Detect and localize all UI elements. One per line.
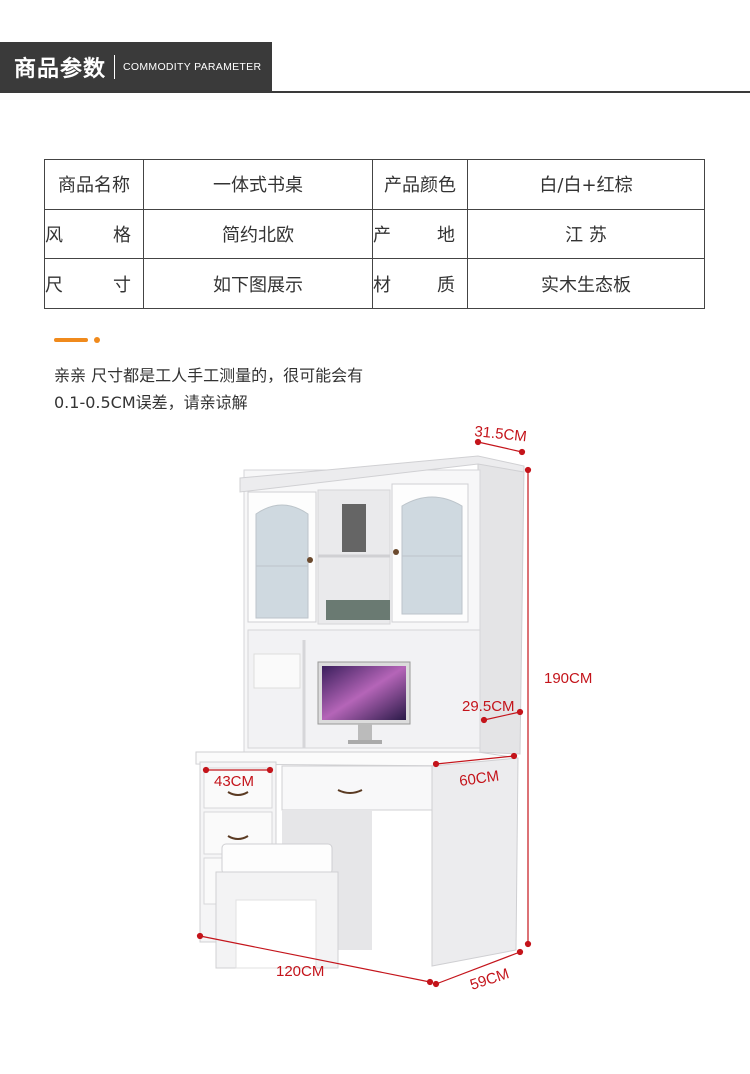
param-value: 简约北欧 xyxy=(143,208,373,260)
section-title: 商品参数 xyxy=(14,57,107,82)
dim-endpoint xyxy=(510,752,518,760)
accent-dot xyxy=(94,337,100,343)
note-line: 亲亲 尺寸都是工人手工测量的，很可能会有 xyxy=(54,366,364,385)
param-value: 白/白+红棕 xyxy=(467,159,705,210)
accent-bar xyxy=(54,338,88,342)
hutch-depth-line xyxy=(483,711,521,721)
param-label-char: 材 xyxy=(373,274,391,296)
param-label-char: 格 xyxy=(113,224,131,246)
section-header: 商品参数 COMMODITY PARAMETER xyxy=(0,42,272,92)
desk-illustration xyxy=(195,455,525,969)
param-label: 产地 xyxy=(372,208,468,260)
param-label-char: 地 xyxy=(437,224,455,246)
param-label-char: 质 xyxy=(437,274,455,296)
param-value: 一体式书桌 xyxy=(143,159,373,210)
dim-desk-depth-label: 60CM xyxy=(458,768,500,790)
dim-endpoint xyxy=(516,708,524,716)
dim-endpoint xyxy=(432,760,440,768)
dim-endpoint xyxy=(524,466,532,474)
param-label-char: 尺 xyxy=(45,274,63,296)
dim-endpoint xyxy=(518,448,526,456)
desk-dimension-diagram: 31.5CM 190CM 29.5CM 60CM 43CM 120CM 59CM xyxy=(195,423,592,994)
note-line: 0.1-0.5CM误差，请亲谅解 xyxy=(54,393,248,412)
dim-endpoint xyxy=(524,940,532,948)
param-label: 材质 xyxy=(372,258,468,309)
section-subtitle: COMMODITY PARAMETER xyxy=(123,61,262,73)
param-value: 江 苏 xyxy=(467,208,705,260)
table-row: 商品名称 一体式书桌 产品颜色 白/白+红棕 xyxy=(44,159,705,210)
width-line xyxy=(199,935,431,983)
param-label-char: 寸 xyxy=(113,274,131,296)
parameter-table: 商品名称 一体式书桌 产品颜色 白/白+红棕 风格 简约北欧 产地 江 苏 尺寸… xyxy=(44,159,705,309)
table-row: 尺寸 如下图展示 材质 实木生态板 xyxy=(44,258,705,309)
measurement-note: 亲亲 尺寸都是工人手工测量的，很可能会有 0.1-0.5CM误差，请亲谅解 xyxy=(54,362,363,416)
dim-endpoint xyxy=(516,948,524,956)
dimension-lines xyxy=(196,438,532,988)
base-depth-line xyxy=(435,951,521,985)
dim-drawer-width-label: 43CM xyxy=(214,773,254,790)
header-rule xyxy=(0,91,750,93)
param-value: 实木生态板 xyxy=(467,258,705,309)
dim-height-label: 190CM xyxy=(544,670,592,687)
dim-endpoint xyxy=(474,438,482,446)
dim-endpoint xyxy=(266,766,274,774)
param-label: 商品名称 xyxy=(44,159,144,210)
dim-hutch-depth-label: 29.5CM xyxy=(462,698,515,715)
table-row: 风格 简约北欧 产地 江 苏 xyxy=(44,208,705,260)
param-value: 如下图展示 xyxy=(143,258,373,309)
desk-depth-line xyxy=(435,755,515,765)
top-depth-line xyxy=(477,441,523,453)
param-label-char: 风 xyxy=(45,224,63,246)
param-label: 产品颜色 xyxy=(372,159,468,210)
dim-top-depth-label: 31.5CM xyxy=(474,423,528,445)
param-label-char: 产 xyxy=(373,224,391,246)
dim-width-label: 120CM xyxy=(276,963,324,980)
dim-endpoint xyxy=(480,716,488,724)
param-label: 尺寸 xyxy=(44,258,144,309)
param-label: 风格 xyxy=(44,208,144,260)
header-divider xyxy=(114,55,116,79)
dim-endpoint xyxy=(202,766,210,774)
dim-endpoint xyxy=(196,932,204,940)
dim-endpoint xyxy=(432,980,440,988)
dim-endpoint xyxy=(426,978,434,986)
